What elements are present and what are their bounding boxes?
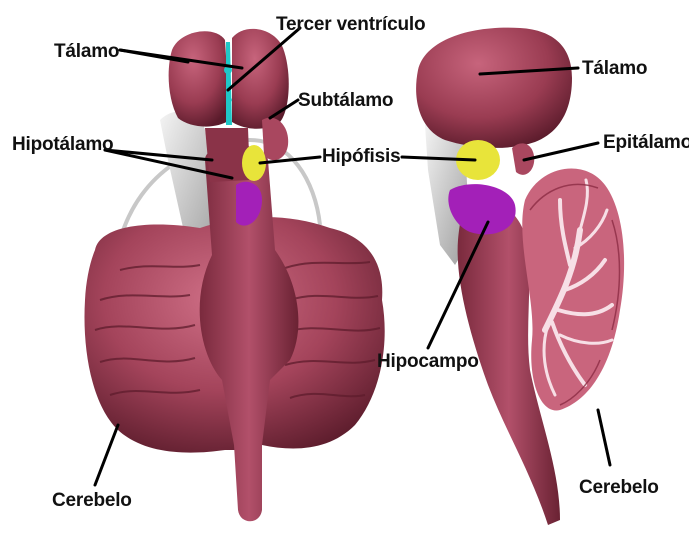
label-cerebelo-right: Cerebelo (579, 477, 659, 498)
sagittal-cerebellum (522, 169, 624, 411)
third-ventricle (226, 42, 232, 125)
label-hipotalamo: Hipotálamo (12, 134, 113, 155)
sagittal-view (416, 28, 624, 525)
label-hipofisis: Hipófisis (322, 146, 400, 167)
label-tercer-ventriculo: Tercer ventrículo (276, 14, 425, 35)
label-talamo-right: Tálamo (582, 58, 647, 79)
label-subtalamo: Subtálamo (298, 90, 393, 111)
label-talamo-left: Tálamo (54, 41, 119, 62)
label-cerebelo-left: Cerebelo (52, 490, 132, 511)
frontal-subthalamus (262, 118, 288, 161)
label-epitalamo: Epitálamo (603, 132, 689, 153)
frontal-thalamus-left (169, 31, 230, 126)
label-hipocampo: Hipocampo (377, 351, 479, 372)
sagittal-thalamus (416, 28, 572, 148)
